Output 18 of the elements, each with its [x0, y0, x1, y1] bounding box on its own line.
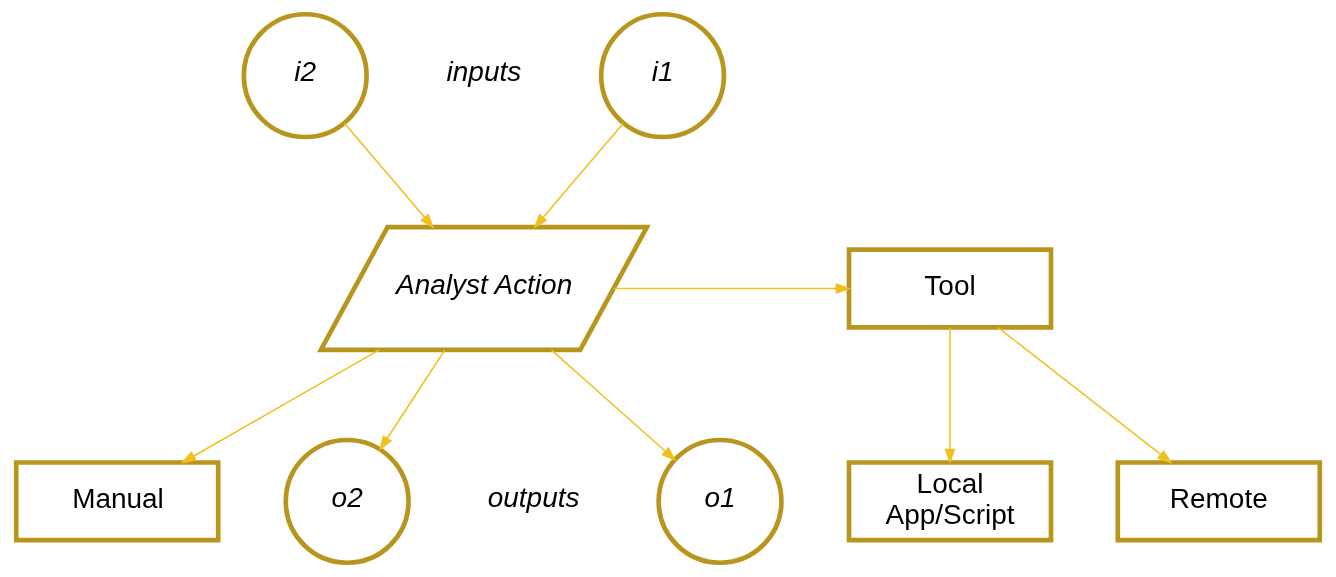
arrow [379, 349, 446, 451]
arrow [180, 349, 381, 464]
arrow [944, 326, 956, 465]
node-circle: o1 [656, 437, 784, 566]
label: inputs [446, 55, 522, 87]
arrow [997, 326, 1173, 464]
node-box: Manual [13, 460, 221, 543]
arrow [343, 122, 435, 229]
node-circle: i1 [598, 11, 727, 140]
node-circle: o2 [283, 437, 411, 566]
arrow [612, 283, 852, 294]
node-circle: i2 [241, 11, 369, 140]
node-box: Remote [1115, 460, 1323, 543]
arrow [550, 349, 677, 462]
node-box: Tool [846, 247, 1054, 330]
arrow [533, 122, 625, 229]
node-box: Local App/Script [846, 460, 1054, 543]
label: outputs [487, 481, 580, 513]
